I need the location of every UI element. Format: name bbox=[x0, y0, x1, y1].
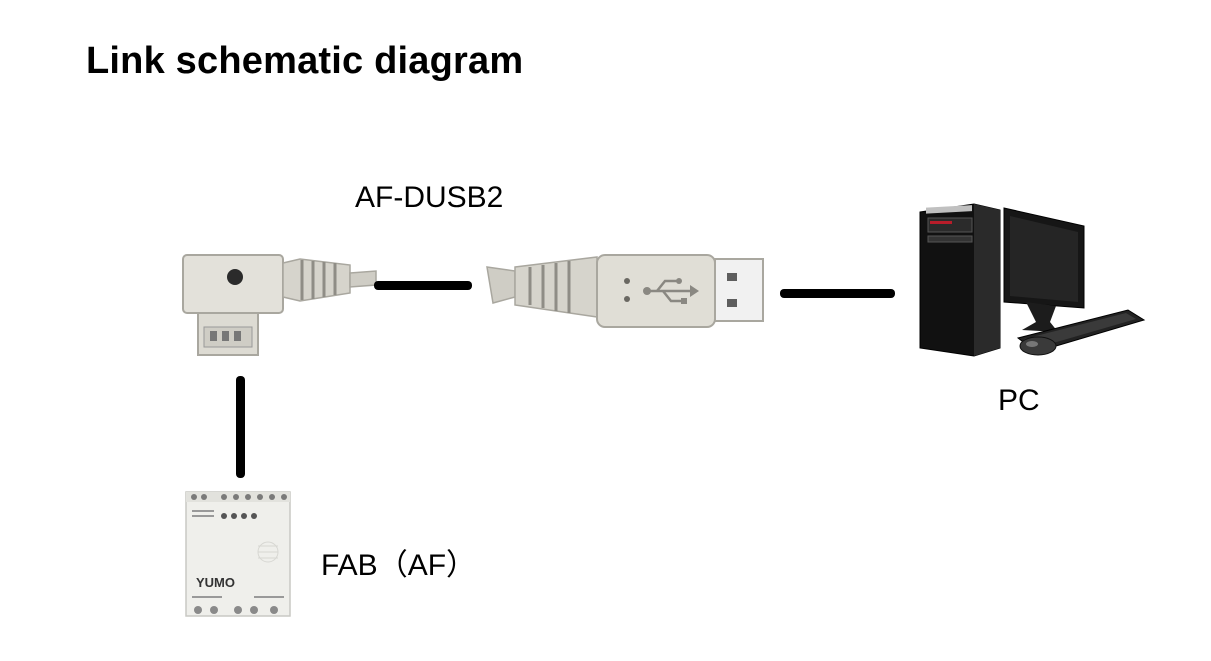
link-cable-to-pc bbox=[780, 289, 895, 298]
link-plc-to-cable bbox=[236, 376, 245, 478]
link-cable-segment bbox=[374, 281, 472, 290]
pc-image bbox=[919, 203, 1146, 357]
plc-side-connector-image bbox=[182, 254, 377, 356]
usb-plug-image bbox=[486, 254, 764, 328]
cable-label: AF-DUSB2 bbox=[355, 181, 504, 214]
plc-module-image: YUMO bbox=[185, 491, 291, 617]
diagram-title: Link schematic diagram bbox=[86, 40, 524, 82]
pc-label: PC bbox=[998, 384, 1040, 417]
plc-label: FAB（AF） bbox=[321, 549, 477, 582]
plc-brand-text: YUMO bbox=[196, 575, 235, 590]
